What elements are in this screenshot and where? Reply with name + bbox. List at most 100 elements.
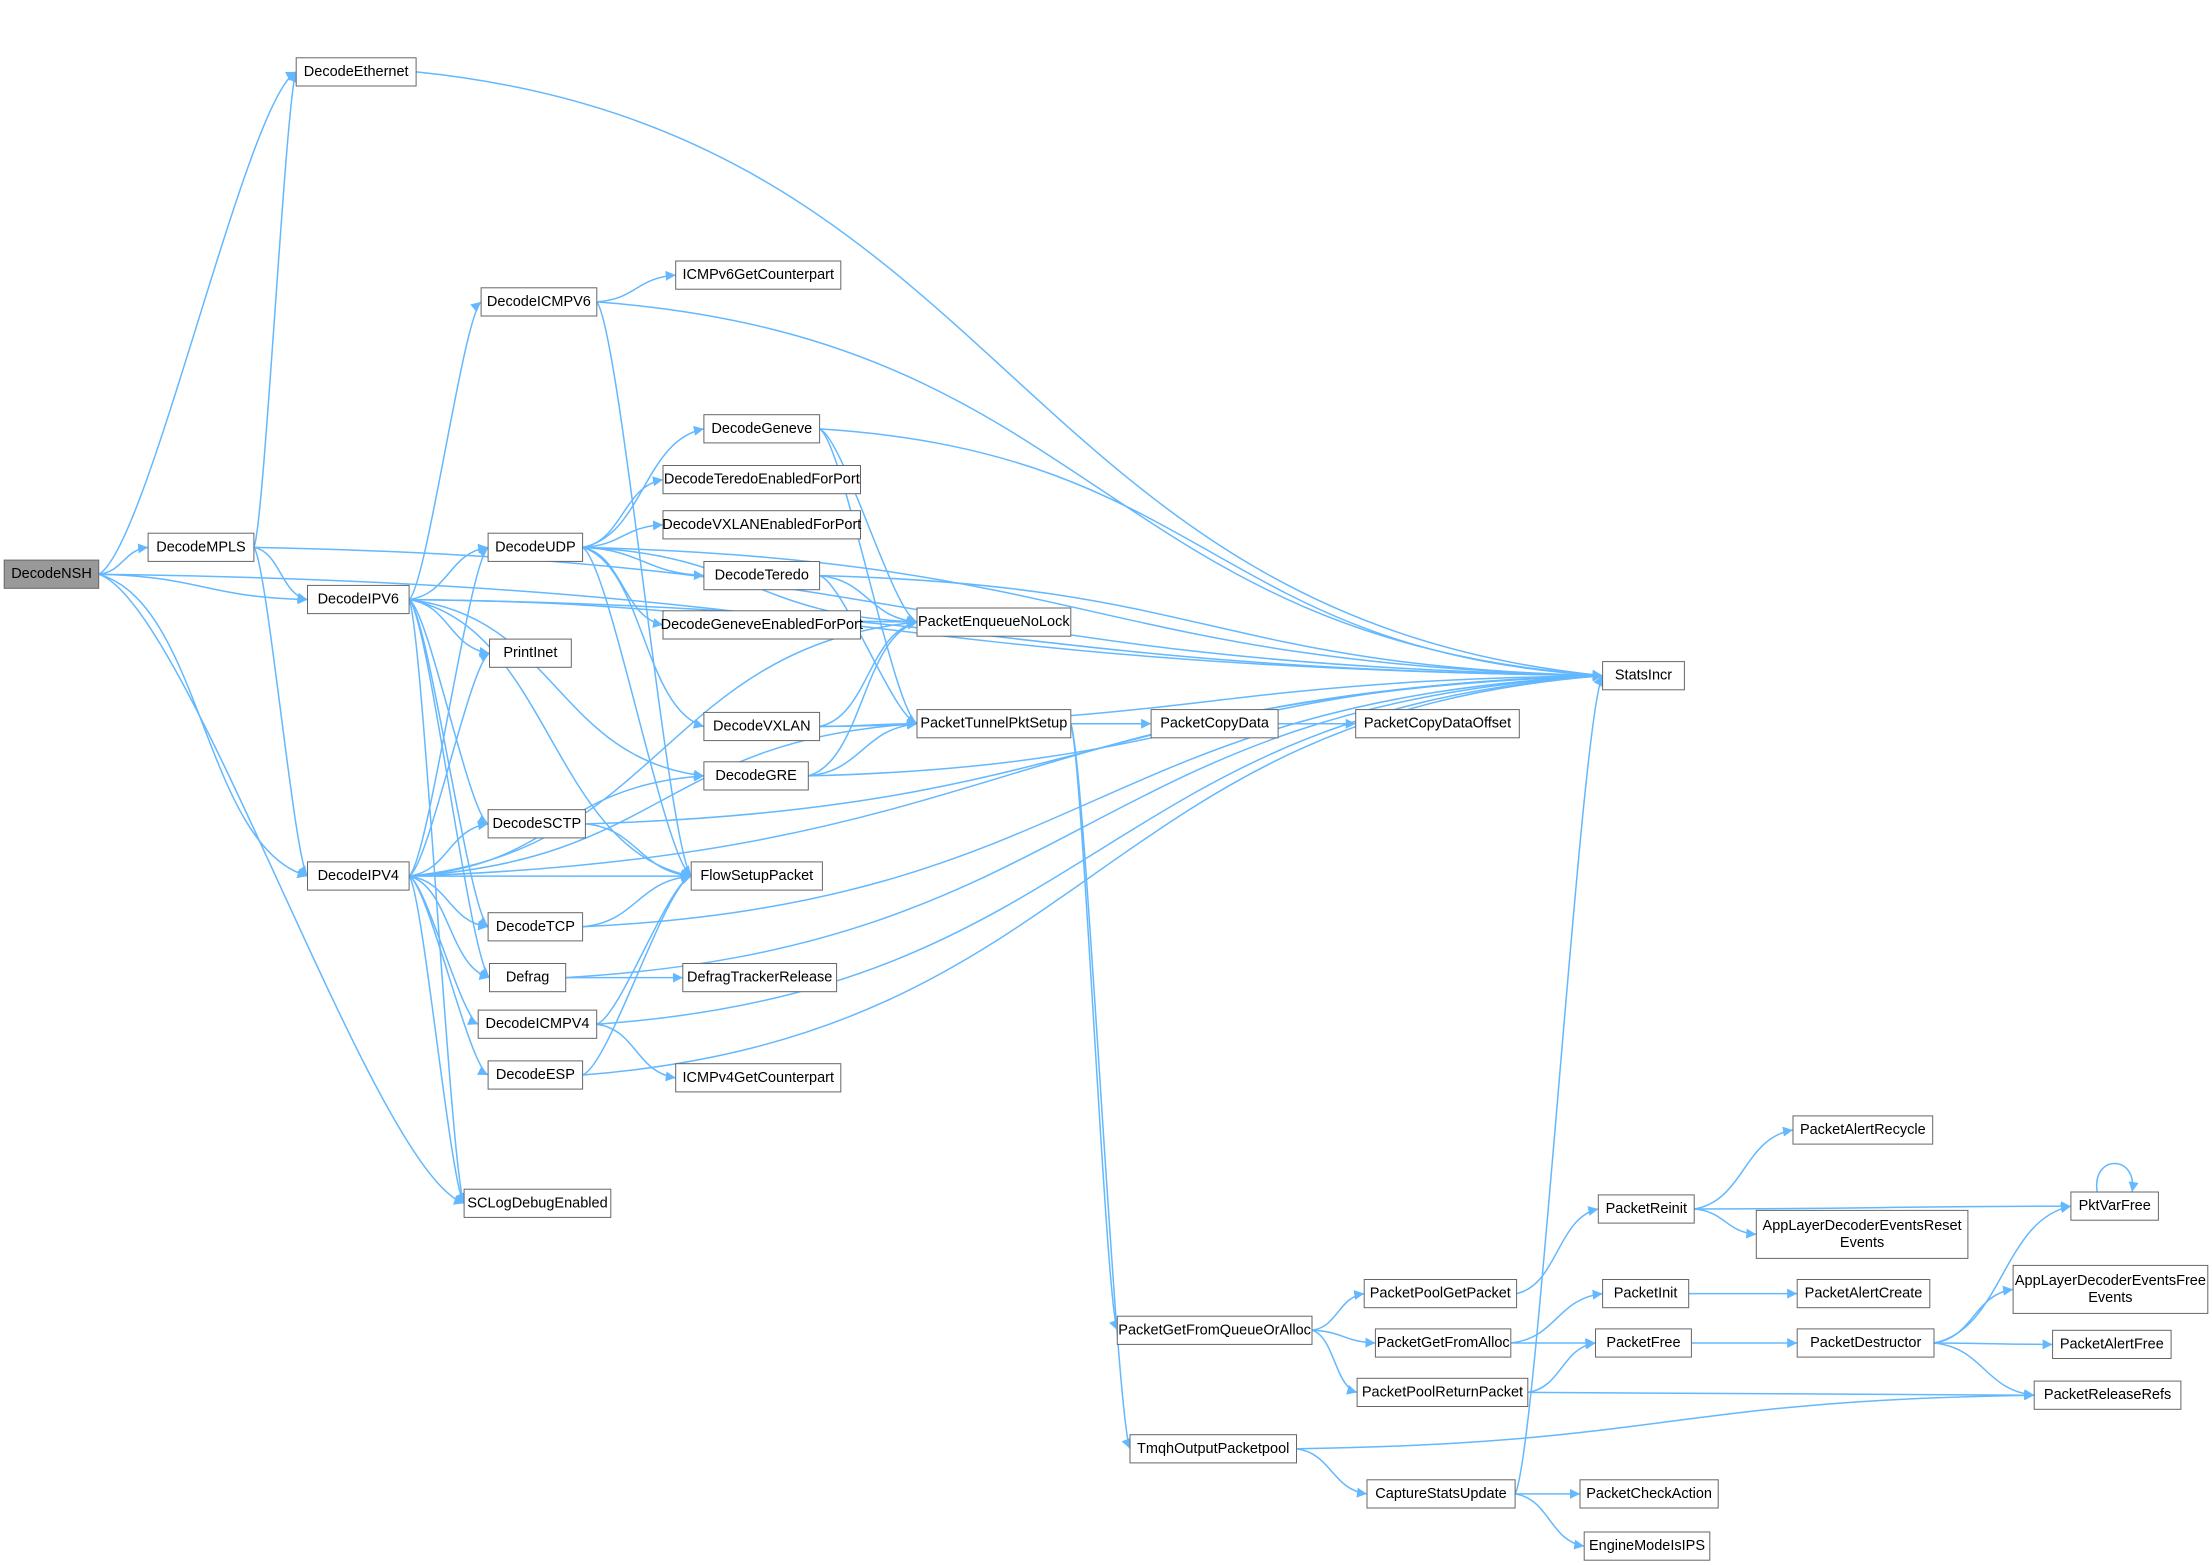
edge-decode-ipv6-to-stats-incr <box>409 598 1603 681</box>
edge-decode-nsh-to-sclog-debug-enabled <box>98 573 465 1205</box>
edge-decode-udp-to-decode-vxlanenabled-for-port <box>582 520 664 549</box>
node-decode-geneve[interactable]: DecodeGeneve <box>703 414 821 444</box>
node-defrag[interactable]: Defrag <box>489 963 567 993</box>
node-capture-stats-update[interactable]: CaptureStatsUpdate <box>1366 1479 1516 1509</box>
node-decode-nsh[interactable]: DecodeNSH <box>3 559 100 589</box>
node-decode-esp[interactable]: DecodeESP <box>487 1060 584 1090</box>
node-decode-ipv6[interactable]: DecodeIPV6 <box>307 584 410 615</box>
edge-decode-udp-to-flow-setup-packet <box>582 546 692 877</box>
node-packet-alert-create[interactable]: PacketAlertCreate <box>1796 1279 1931 1309</box>
edge-arrow <box>808 719 918 777</box>
node-icmpv4-get-counterpart[interactable]: ICMPv4GetCounterpart <box>675 1063 842 1093</box>
node-label: PacketPoolGetPacket <box>1370 1286 1511 1302</box>
node-label: PacketDestructor <box>1810 1335 1921 1351</box>
node-packet-check-action[interactable]: PacketCheckAction <box>1579 1479 1719 1509</box>
edge-arrow <box>1694 1201 2071 1212</box>
node-label: FlowSetupPacket <box>700 868 813 884</box>
node-packet-destructor[interactable]: PacketDestructor <box>1796 1328 1935 1358</box>
node-print-inet[interactable]: PrintInet <box>489 638 572 668</box>
node-packet-pool-return-packet[interactable]: PacketPoolReturnPacket <box>1356 1377 1529 1408</box>
node-box <box>682 963 838 993</box>
node-label: DecodeSCTP <box>492 816 581 832</box>
edge-packet-pool-return-packet-to-packet-release-refs <box>1527 1390 2035 1401</box>
node-packet-release-refs[interactable]: PacketReleaseRefs <box>2033 1380 2182 1410</box>
node-defrag-tracker-release[interactable]: DefragTrackerRelease <box>682 963 838 993</box>
edge-arrow <box>408 820 489 877</box>
node-box <box>1796 1328 1935 1358</box>
edge-arrow <box>582 546 692 877</box>
node-box <box>1579 1479 1719 1509</box>
edge-arrow <box>1934 1339 2053 1350</box>
node-icmpv6-get-counterpart[interactable]: ICMPv6GetCounterpart <box>675 260 842 290</box>
edge-arrow <box>582 546 664 628</box>
node-label: PacketAlertFree <box>2060 1336 2164 1352</box>
edge-arrow <box>1527 1390 2035 1401</box>
edge-arrow <box>585 823 692 881</box>
edge-capture-stats-update-to-stats-incr <box>1514 675 1604 1495</box>
edge-decode-sctp-to-flow-setup-packet <box>585 823 692 881</box>
node-sclog-debug-enabled[interactable]: SCLogDebugEnabled <box>463 1188 612 1218</box>
node-decode-geneve-enabled-for-port[interactable]: DecodeGeneveEnabledForPort <box>661 610 863 640</box>
node-packet-init[interactable]: PacketInit <box>1602 1279 1690 1309</box>
edge-packet-destructor-to-packet-alert-free <box>1934 1339 2053 1350</box>
node-decode-icmpv4[interactable]: DecodeICMPV4 <box>477 1009 598 1039</box>
node-decode-vxlanenabled-for-port[interactable]: DecodeVXLANEnabledForPort <box>662 510 861 540</box>
node-decode-vxlan[interactable]: DecodeVXLAN <box>703 711 821 742</box>
node-packet-alert-recycle[interactable]: PacketAlertRecycle <box>1792 1115 1934 1145</box>
node-stats-incr[interactable]: StatsIncr <box>1602 661 1685 691</box>
node-packet-copy-data-offset[interactable]: PacketCopyDataOffset <box>1355 709 1520 739</box>
node-box <box>703 761 809 791</box>
node-label: DecodeICMPV6 <box>487 294 591 310</box>
node-label: Defrag <box>506 970 550 986</box>
node-decode-icmpv6[interactable]: DecodeICMPV6 <box>480 287 598 317</box>
node-packet-reinit[interactable]: PacketReinit <box>1597 1194 1695 1224</box>
edge-arrow <box>1694 1126 1794 1210</box>
node-decode-gre[interactable]: DecodeGRE <box>703 761 809 791</box>
node-label: PacketInit <box>1614 1286 1678 1302</box>
edge-arrow <box>408 875 490 980</box>
node-box <box>477 1009 598 1039</box>
node-decode-mpls[interactable]: DecodeMPLS <box>147 532 255 562</box>
node-packet-enqueue-no-lock[interactable]: PacketEnqueueNoLock <box>916 607 1072 637</box>
node-decode-tcp[interactable]: DecodeTCP <box>487 912 584 942</box>
node-packet-pool-get-packet[interactable]: PacketPoolGetPacket <box>1363 1279 1518 1309</box>
node-pkt-var-free[interactable]: PktVarFree <box>2070 1191 2159 1221</box>
node-packet-tunnel-pkt-setup[interactable]: PacketTunnelPktSetup <box>916 709 1072 739</box>
edge-arrow <box>819 574 1603 681</box>
node-decode-sctp[interactable]: DecodeSCTP <box>487 809 586 839</box>
node-label: PacketPoolReturnPacket <box>1362 1384 1523 1400</box>
node-label: DecodeTCP <box>496 919 575 935</box>
node-decode-ipv4[interactable]: DecodeIPV4 <box>307 861 410 891</box>
node-decode-teredo-enabled-for-port[interactable]: DecodeTeredoEnabledForPort <box>662 465 861 495</box>
edge-packet-reinit-to-app-layer-decoder-events-reset-events <box>1694 1208 1757 1239</box>
node-label: DecodeGeneve <box>711 421 812 437</box>
node-label: SCLogDebugEnabled <box>467 1195 607 1211</box>
edge-arrow <box>408 301 482 601</box>
edge-decode-teredo-to-stats-incr <box>819 574 1603 681</box>
node-packet-alert-free[interactable]: PacketAlertFree <box>2052 1329 2172 1360</box>
node-decode-teredo[interactable]: DecodeTeredo <box>703 561 821 591</box>
node-packet-free[interactable]: PacketFree <box>1595 1328 1692 1358</box>
edge-arrow <box>1514 675 1604 1495</box>
node-packet-copy-data[interactable]: PacketCopyData <box>1150 709 1279 739</box>
node-label: PacketGetFromAlloc <box>1377 1335 1510 1351</box>
node-tmqh-output-packetpool[interactable]: TmqhOutputPacketpool <box>1129 1434 1297 1464</box>
node-packet-get-from-alloc[interactable]: PacketGetFromAlloc <box>1374 1328 1512 1358</box>
node-box <box>703 711 821 742</box>
edge-arrow <box>582 520 664 549</box>
node-label: PacketCopyDataOffset <box>1364 716 1511 732</box>
edge-decode-icmpv6-to-icmpv6-get-counterpart <box>596 270 676 303</box>
node-engine-mode-is-ips[interactable]: EngineModeIsIPS <box>1583 1531 1711 1561</box>
edge-arrow <box>582 476 664 549</box>
edge-arrow <box>409 598 704 780</box>
node-packet-get-from-queue-or-alloc[interactable]: PacketGetFromQueueOrAlloc <box>1116 1315 1313 1345</box>
node-label: DecodeICMPV4 <box>486 1016 590 1032</box>
node-flow-setup-packet[interactable]: FlowSetupPacket <box>690 861 823 891</box>
node-decode-ethernet[interactable]: DecodeEthernet <box>295 57 417 87</box>
node-decode-udp[interactable]: DecodeUDP <box>487 532 584 562</box>
edge-arrow <box>1510 1289 1603 1344</box>
node-box <box>480 287 598 317</box>
edge-decode-ipv4-to-decode-sctp <box>408 820 489 877</box>
